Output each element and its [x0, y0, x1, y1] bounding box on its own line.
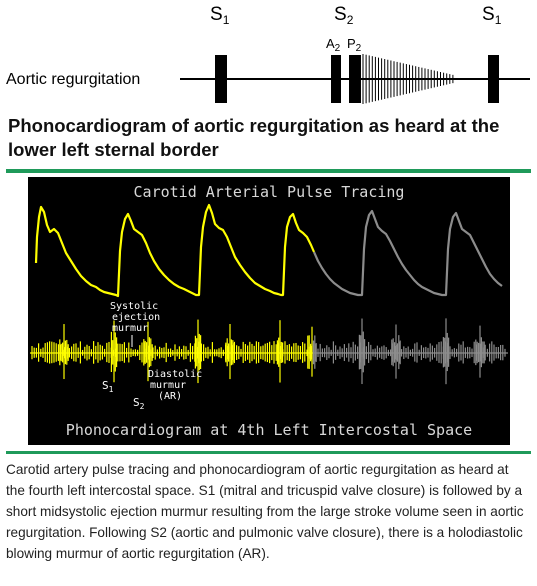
p2-bar: [349, 55, 361, 103]
tracing-footer: Phonocardiogram at 4th Left Intercostal …: [66, 421, 472, 439]
s1-bar-left: [215, 55, 227, 103]
divider-lower: [6, 451, 531, 454]
p2-label: P2: [347, 36, 362, 54]
diagram-heading: Phonocardiogram of aortic regurgitation …: [8, 115, 500, 160]
diastolic-murmur-decrescendo: [362, 54, 454, 104]
phonocardiogram-trace: [31, 318, 506, 385]
aortic-regurgitation-label: Aortic regurgitation: [6, 71, 140, 88]
tracing-svg: Carotid Arterial Pulse Tracing Systolic …: [30, 183, 508, 439]
s1-trace-label: S1: [102, 379, 114, 394]
a2-label: A2: [326, 36, 341, 54]
systolic-ejection-murmur-label: Systolic ejection murmur: [110, 301, 166, 334]
aortic-regurgitation-schematic: S1 S2 S1 A2 P2 Aortic regurgitation: [6, 4, 530, 104]
s1-label-right: S1: [482, 4, 502, 27]
s1-bar-right: [488, 55, 499, 103]
carotid-pulse-trace-gray: [312, 209, 503, 297]
carotid-pulse-trace-yellow: [34, 203, 316, 298]
s1-label-left: S1: [210, 4, 230, 27]
s2-label: S2: [334, 4, 354, 27]
a2-bar: [331, 55, 341, 103]
tracing-panel: Carotid Arterial Pulse Tracing Systolic …: [28, 177, 510, 445]
s2-trace-label: S2: [133, 396, 145, 411]
diastolic-murmur-label: Diastolic murmur (AR): [148, 369, 208, 402]
figure-caption: Carotid artery pulse tracing and phonoca…: [6, 462, 524, 561]
divider: [6, 169, 531, 173]
tracing-title: Carotid Arterial Pulse Tracing: [134, 183, 405, 201]
